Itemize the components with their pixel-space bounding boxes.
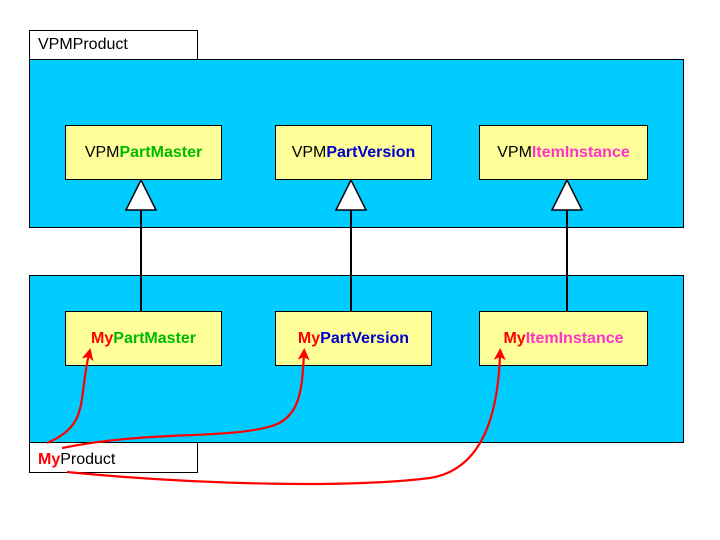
vpm-part-version-prefix: VPM bbox=[291, 143, 327, 161]
vpm-part-master-suffix: PartMaster bbox=[119, 143, 203, 161]
inheritance-triangle-part-version bbox=[334, 178, 368, 211]
dependency-arrow-part-version bbox=[61, 348, 310, 450]
my-part-version-prefix: My bbox=[297, 329, 321, 347]
my-item-instance-suffix: ItemInstance bbox=[525, 329, 624, 347]
inheritance-triangle-part-master bbox=[124, 178, 158, 211]
my-part-version-suffix: PartVersion bbox=[320, 329, 410, 347]
dependency-arrow-part-master bbox=[46, 348, 94, 445]
vpm-part-version-suffix: PartVersion bbox=[326, 143, 416, 161]
vpmproduct-package-label: VPMProduct bbox=[38, 36, 128, 53]
myproduct-package-prefix: My bbox=[38, 451, 61, 468]
my-part-master-suffix: PartMaster bbox=[113, 329, 196, 347]
dependency-arrow-item-instance bbox=[66, 348, 506, 486]
vpm-item-instance-suffix: ItemInstance bbox=[531, 143, 630, 161]
vpm-part-master-prefix: VPM bbox=[84, 143, 120, 161]
inheritance-item-instance bbox=[550, 178, 584, 311]
vpmproduct-package-tab: VPMProduct bbox=[29, 30, 198, 60]
inheritance-triangle-item-instance bbox=[550, 178, 584, 211]
myproduct-package-suffix: Product bbox=[60, 451, 116, 468]
myproduct-package-tab: MyProduct bbox=[29, 442, 198, 473]
vpm-item-instance-prefix: VPM bbox=[497, 143, 532, 161]
inheritance-part-master bbox=[124, 178, 158, 311]
inheritance-part-version bbox=[334, 178, 368, 311]
my-item-instance-prefix: My bbox=[503, 329, 526, 347]
my-part-master-prefix: My bbox=[91, 329, 114, 347]
